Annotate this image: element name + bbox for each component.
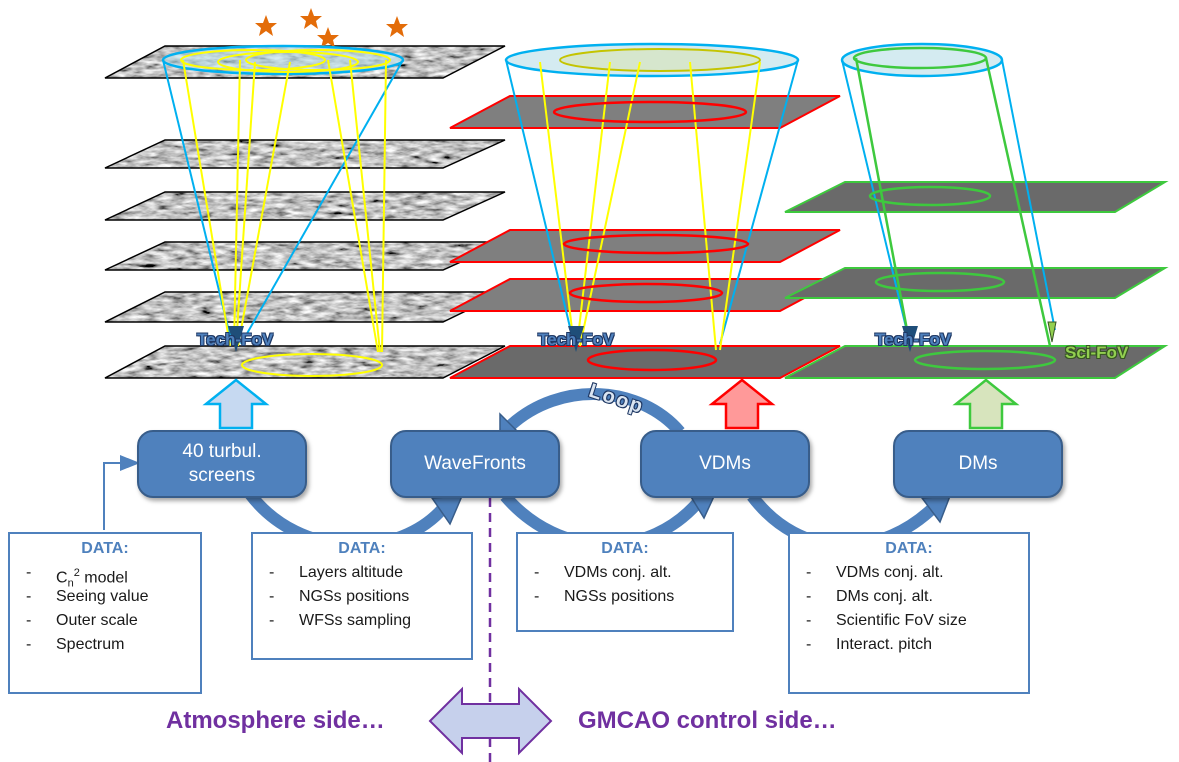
sci-fov-label: Sci-FoV	[1065, 343, 1129, 362]
data-item: NGSs positions	[269, 585, 471, 609]
atmosphere-side-label: Atmosphere side…	[166, 707, 385, 734]
data-item: Interact. pitch	[806, 633, 1028, 657]
flow-arrows	[245, 388, 940, 552]
data-item: NGSs positions	[534, 585, 732, 609]
up-arrow-dms	[952, 378, 1020, 430]
data-box-dms: DATA: VDMs conj. alt. DMs conj. alt. Sci…	[788, 532, 1030, 694]
node-vdms: VDMs	[640, 430, 810, 498]
data-box-wavefronts: DATA: Layers altitude NGSs positions WFS…	[251, 532, 473, 660]
data-box-atmosphere: DATA: Cn2 model Seeing value Outer scale…	[8, 532, 202, 694]
data-box-title: DATA:	[81, 540, 129, 557]
data-item: VDMs conj. alt.	[534, 561, 732, 585]
node-turbulence-screens: 40 turbul. screens	[137, 430, 307, 498]
data-box-title: DATA:	[338, 540, 386, 557]
node-turbulence-label: 40 turbul. screens	[182, 441, 262, 486]
data-connector	[103, 455, 140, 530]
tech-fov-cone-left	[161, 44, 405, 377]
control-side-label: GMCAO control side…	[578, 707, 837, 734]
data-item: Layers altitude	[269, 561, 471, 585]
tech-fov-cone-middle	[504, 42, 800, 372]
node-dms: DMs	[893, 430, 1063, 498]
tech-fov-label-left: Tech-FoV	[197, 330, 274, 349]
node-wavefronts: WaveFronts	[390, 430, 560, 498]
node-wavefronts-label: WaveFronts	[424, 453, 526, 475]
star-icon	[255, 15, 277, 36]
tech-fov-label-right: Tech-FoV	[875, 330, 952, 349]
node-dms-label: DMs	[958, 453, 998, 475]
data-item: Spectrum	[26, 633, 200, 657]
star-icon	[300, 8, 322, 29]
star-icon	[386, 16, 408, 37]
star-icon	[317, 27, 339, 48]
data-box-title: DATA:	[601, 540, 649, 557]
up-arrow-turbulence	[202, 378, 270, 430]
data-item: WFSs sampling	[269, 609, 471, 633]
up-arrow-vdms	[708, 378, 776, 430]
double-arrow-icon	[428, 686, 553, 756]
data-item: VDMs conj. alt.	[806, 561, 1028, 585]
turbulence-layer-stack	[104, 45, 506, 379]
data-item: Outer scale	[26, 609, 200, 633]
tech-fov-label-middle: Tech-FoV	[538, 330, 615, 349]
data-item: Seeing value	[26, 585, 200, 609]
data-box-vdms: DATA: VDMs conj. alt. NGSs positions	[516, 532, 734, 632]
sci-fov-cone-right	[840, 42, 1057, 371]
data-item: Cn2 model	[26, 561, 200, 590]
vdm-layer-stack	[449, 95, 841, 379]
data-box-title: DATA:	[885, 540, 933, 557]
data-item: Scientific FoV size	[806, 609, 1028, 633]
node-vdms-label: VDMs	[699, 453, 751, 475]
guide-stars	[255, 8, 408, 48]
data-item: DMs conj. alt.	[806, 585, 1028, 609]
